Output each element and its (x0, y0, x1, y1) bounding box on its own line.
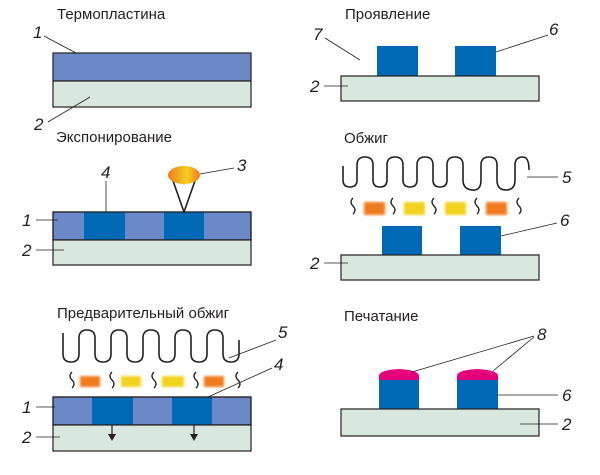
label-6: 6 (549, 20, 559, 39)
leader-line (228, 339, 277, 359)
leader-line (500, 222, 558, 237)
ink-drop (379, 369, 419, 380)
substrate-layer (52, 239, 252, 266)
label-6: 6 (560, 211, 570, 230)
resist-pattern (455, 46, 496, 76)
substrate-layer (52, 80, 252, 108)
step-title-printing: Печатание (344, 308, 419, 325)
heater-coil-icon (62, 329, 240, 363)
exposed-region (84, 212, 125, 240)
leader-line (411, 335, 535, 373)
panel-printing: Печатание 8 6 2 (340, 308, 572, 437)
leader-line (495, 34, 549, 53)
panel-prebake: Предварительный обжиг 5 4 (21, 305, 288, 452)
heat-blocks (80, 376, 224, 387)
step-title-thermoplate: Термопластина (57, 6, 166, 23)
label-4: 4 (101, 163, 110, 182)
resist-pattern (379, 380, 419, 409)
label-5: 5 (562, 168, 572, 187)
leader-line (324, 37, 361, 61)
light-cone (171, 177, 197, 215)
label-3: 3 (237, 156, 247, 175)
ink-drop (457, 369, 498, 380)
substrate-layer (340, 75, 540, 102)
exposed-region (164, 212, 204, 240)
label-8: 8 (537, 325, 547, 344)
label-1: 1 (22, 211, 31, 230)
label-1: 1 (22, 398, 31, 417)
step-title-development: Проявление (345, 6, 430, 23)
label-2: 2 (309, 254, 320, 273)
resist-layer (52, 396, 252, 426)
step-title-exposure: Экспонирование (56, 129, 172, 146)
label-1: 1 (33, 23, 42, 42)
label-7: 7 (313, 25, 323, 44)
leader-line (43, 35, 77, 54)
resist-pattern (457, 380, 498, 409)
leader-line (199, 167, 235, 175)
label-5: 5 (278, 323, 288, 342)
leader-line (492, 336, 535, 372)
heater-coil-icon (342, 156, 530, 191)
heat-waves (350, 197, 522, 215)
step-title-prebake: Предварительный обжиг (57, 305, 230, 322)
resist-pattern (377, 46, 418, 76)
label-2: 2 (21, 428, 32, 447)
label-2: 2 (309, 77, 320, 96)
exposed-region (92, 397, 133, 425)
resist-pattern (460, 226, 501, 255)
label-6: 6 (562, 386, 572, 405)
step-title-bake: Обжиг (344, 130, 389, 147)
label-2: 2 (561, 415, 572, 434)
substrate-layer (340, 254, 540, 281)
panel-development: Проявление 7 6 2 (309, 6, 559, 102)
diffusion-arrow-icon (108, 425, 198, 441)
heat-waves (69, 371, 241, 389)
leader-line (207, 367, 273, 398)
panel-exposure: Экспонирование 3 4 1 2 (21, 129, 252, 266)
panel-bake: Обжиг 5 6 2 (309, 130, 572, 281)
panel-thermoplate: Термопластина 1 2 (33, 6, 252, 134)
label-2: 2 (21, 241, 32, 260)
substrate-layer (340, 408, 540, 437)
resist-layer (52, 52, 252, 82)
label-2: 2 (33, 115, 44, 134)
leader-line (47, 96, 91, 123)
substrate-layer (52, 424, 252, 452)
heat-blocks (364, 202, 507, 215)
resist-layer (52, 211, 252, 241)
lamp-icon (168, 166, 200, 184)
label-4: 4 (274, 355, 283, 374)
exposed-region (172, 397, 212, 425)
resist-pattern (382, 226, 422, 255)
